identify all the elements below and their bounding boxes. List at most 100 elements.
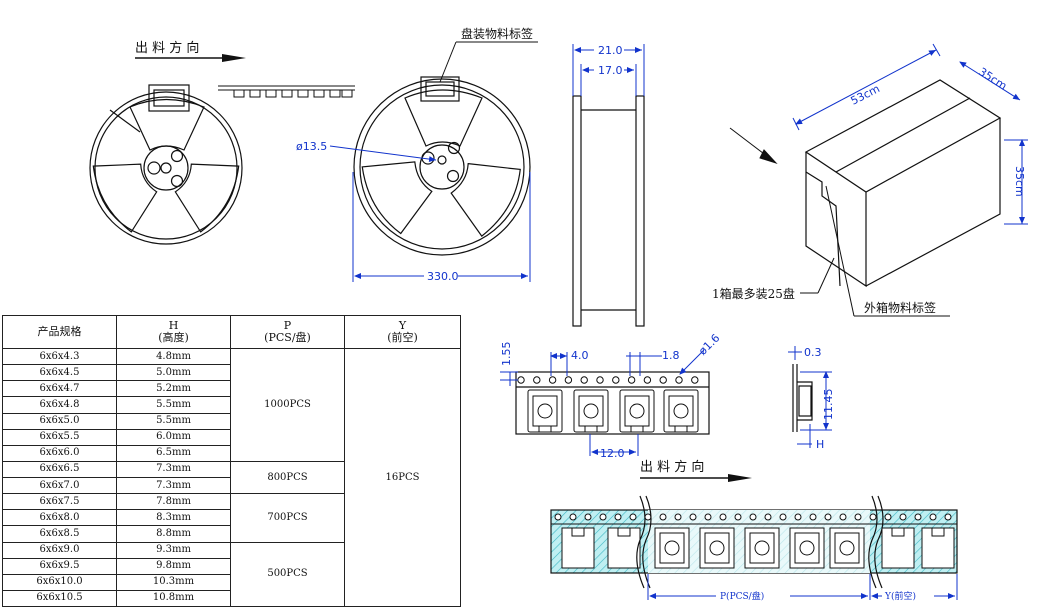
switch-actuator (673, 403, 689, 419)
tape-pockets (527, 389, 699, 433)
sprocket-hole (548, 376, 557, 384)
filled-pocket (789, 527, 825, 569)
sprocket-hole (719, 513, 727, 521)
tape-length-dimensions (647, 574, 958, 600)
pcs-cell: 700PCS (230, 493, 345, 543)
sprocket-hole (629, 513, 637, 521)
sprocket-hole (899, 513, 907, 521)
pocket-inner (624, 395, 650, 427)
switch-body (794, 532, 820, 564)
spec-cell: 6x6x4.7 (2, 380, 117, 398)
sprocket-hole (564, 376, 573, 384)
sprocket-hole (794, 513, 802, 521)
pocket-notch (931, 527, 945, 537)
sprocket-hole (689, 513, 697, 521)
svg-text:17.0: 17.0 (598, 64, 623, 77)
spec-cell: 6x6x8.0 (2, 509, 117, 527)
sprocket-hole (824, 513, 832, 521)
sprocket-hole (675, 376, 683, 384)
sprocket-hole (914, 513, 922, 521)
spec-cell: 6x6x10.0 (2, 573, 117, 591)
filled-pocket (829, 527, 865, 569)
sprocket-hole (580, 376, 588, 384)
pocket-notch (617, 527, 631, 537)
spec-cell: 6x6x7.5 (2, 493, 117, 511)
tape-p-label: P(PCS/盘) (720, 590, 764, 602)
switch-actuator (709, 540, 725, 556)
sprocket-hole (809, 513, 817, 521)
sprocket-hole (612, 376, 620, 384)
switch-body (659, 532, 685, 564)
reel-left (89, 84, 243, 245)
sprocket-hole (929, 513, 937, 521)
spec-cell: 6x6x4.3 (2, 347, 117, 366)
sprocket-hole (584, 513, 592, 521)
height-cell: 6.0mm (116, 428, 231, 446)
direction-label-bottom: 出 料 方 向 (640, 459, 704, 475)
reel-label-callout: 盘装物料标签 (439, 26, 538, 83)
spec-cell: 6x6x9.0 (2, 541, 117, 559)
pocket-notch (538, 425, 552, 433)
svg-text:外箱物料标签: 外箱物料标签 (864, 300, 936, 315)
direction-arrow-bottom (640, 474, 752, 482)
sprocket-hole (674, 513, 682, 521)
height-cell: 7.8mm (116, 493, 231, 511)
spec-cell: 6x6x5.0 (2, 412, 117, 430)
pocket-notch (674, 425, 688, 433)
sprocket-hole (704, 513, 712, 521)
spec-cell: 6x6x9.5 (2, 557, 117, 575)
tape-side-dimensions (788, 346, 832, 448)
leader-cell: 16PCS (344, 348, 461, 607)
height-cell: 7.3mm (116, 476, 231, 495)
switch-actuator (583, 403, 599, 419)
height-cell: 8.3mm (116, 509, 231, 527)
tape-offset-dim: 1.8 (662, 349, 680, 362)
tape-break-lines (636, 495, 884, 589)
height-cell: 10.8mm (116, 589, 231, 608)
tape-width-dim: 11.45 (822, 389, 835, 421)
svg-text:1箱最多装25盘: 1箱最多装25盘 (712, 286, 795, 301)
sprocket-hole (691, 376, 699, 384)
switch-actuator (629, 403, 645, 419)
spec-cell: 6x6x8.5 (2, 525, 117, 543)
header-spec: 产品规格 (2, 315, 117, 349)
sprocket-hole (749, 513, 757, 521)
sprocket-hole (779, 513, 787, 521)
carton-arrow (729, 127, 778, 165)
sprocket-hole (734, 513, 742, 521)
height-cell: 5.5mm (116, 396, 231, 414)
tape-pocket-pitch-dim: 12.0 (600, 447, 625, 460)
spec-cell: 6x6x4.8 (2, 396, 117, 414)
reel-diameter-dimension: 330.0 (352, 172, 531, 283)
height-cell: 5.2mm (116, 380, 231, 398)
svg-text:21.0: 21.0 (598, 44, 623, 57)
spec-cell: 6x6x7.0 (2, 476, 117, 495)
hatched-tape-pockets (561, 527, 955, 569)
svg-text:出 料 方 向: 出 料 方 向 (135, 40, 199, 56)
carton-length-label: 53cm (849, 82, 882, 108)
direction-arrow-top (135, 54, 246, 62)
filled-pocket (654, 527, 690, 569)
switch-actuator (537, 403, 553, 419)
switch-actuator (799, 540, 815, 556)
switch-actuator (664, 540, 680, 556)
reel-width-dimension: 21.0 17.0 (572, 44, 645, 96)
spec-cell: 6x6x6.5 (2, 460, 117, 479)
carton-label-callout: 外箱物料标签 (825, 185, 950, 317)
pcs-cell: 1000PCS (230, 348, 345, 462)
switch-actuator (839, 540, 855, 556)
spec-cell: 6x6x6.0 (2, 444, 117, 462)
height-cell: 6.5mm (116, 444, 231, 462)
sprocket-hole (839, 513, 847, 521)
sprocket-hole (659, 376, 667, 384)
pcs-cell: 500PCS (230, 541, 345, 607)
switch-actuator (754, 540, 770, 556)
tape-sprocket-holes (517, 376, 699, 384)
sprocket-hole (554, 513, 562, 521)
sprocket-hole (569, 513, 577, 521)
